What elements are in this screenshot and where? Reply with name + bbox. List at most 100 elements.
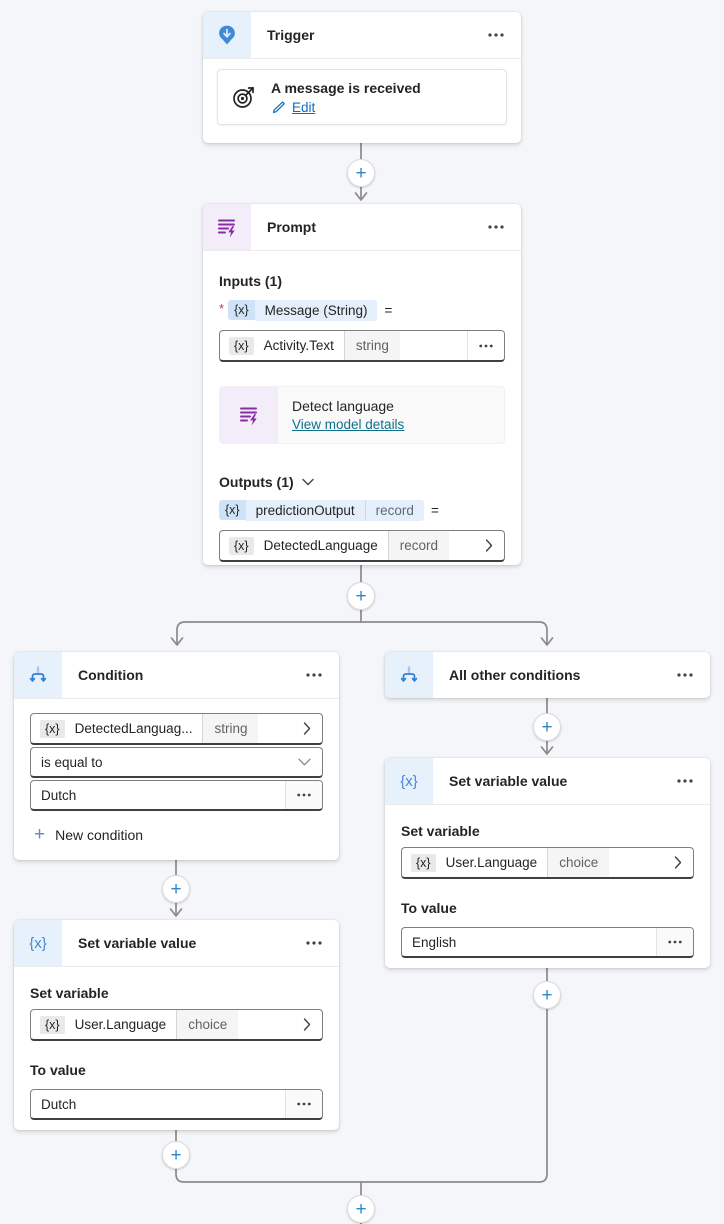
condition-value-input[interactable] (31, 781, 285, 809)
field-type: choice (547, 848, 610, 877)
model-card-title: Detect language (292, 398, 394, 414)
input-pill-row[interactable]: * {x} Message (String) = (219, 298, 505, 322)
set-variable-node-right[interactable]: {x} Set variable value Set variable {x} … (385, 758, 710, 968)
field-type: record (387, 531, 449, 560)
chevron-down-icon (298, 758, 311, 766)
field-name: User.Language (445, 855, 538, 870)
more-button[interactable] (670, 660, 700, 690)
trigger-node[interactable]: Trigger A message is received (203, 12, 521, 143)
condition-branch-icon (385, 652, 433, 698)
to-value-input[interactable] (402, 928, 656, 956)
to-value-label: To value (401, 900, 457, 916)
field-type: choice (176, 1010, 239, 1039)
node-title: Set variable value (449, 773, 568, 789)
required-marker: * (219, 300, 225, 316)
variable-chip: {x} (229, 536, 254, 555)
variable-icon: {x} (385, 758, 433, 804)
equals-sign: = (430, 502, 439, 518)
prompt-icon (220, 387, 278, 443)
plus-icon: + (34, 824, 46, 845)
condition-branch-icon (14, 652, 62, 698)
output-type: record (364, 499, 424, 521)
more-button[interactable] (670, 766, 700, 796)
condition-operator-dropdown[interactable]: is equal to (30, 747, 323, 778)
field-more-button[interactable] (285, 781, 322, 809)
trigger-card[interactable]: A message is received Edit (217, 69, 507, 125)
variable-chip: {x} (229, 336, 254, 355)
to-value-input[interactable] (31, 1090, 285, 1118)
node-title: Set variable value (78, 935, 197, 951)
prompt-node[interactable]: Prompt Inputs (1) * {x} Message (String)… (203, 204, 521, 565)
trigger-node-header[interactable]: Trigger (203, 12, 521, 59)
insert-action-button[interactable]: + (162, 875, 190, 903)
more-button[interactable] (299, 660, 329, 690)
all-other-conditions-header[interactable]: All other conditions (385, 652, 710, 698)
more-button[interactable] (481, 212, 511, 242)
insert-action-button[interactable]: + (347, 159, 375, 187)
set-variable-header[interactable]: {x} Set variable value (385, 758, 710, 805)
insert-action-button[interactable]: + (347, 1195, 375, 1223)
field-more-button[interactable] (285, 1090, 322, 1118)
variable-chip: {x} (228, 300, 255, 320)
inputs-label: Inputs (1) (219, 273, 282, 289)
chevron-right-icon (303, 722, 311, 735)
insert-action-button[interactable]: + (347, 582, 375, 610)
new-condition-button[interactable]: + New condition (30, 825, 147, 845)
to-value-field[interactable] (30, 1089, 323, 1120)
set-variable-label: Set variable (30, 985, 109, 1001)
operator-value: is equal to (41, 754, 103, 770)
prompt-node-header[interactable]: Prompt (203, 204, 521, 251)
variable-chip: {x} (40, 719, 65, 738)
outputs-label: Outputs (1) (219, 474, 294, 490)
outputs-toggle[interactable]: Outputs (1) (219, 474, 505, 490)
output-name: predictionOutput (245, 499, 365, 521)
field-type: string (202, 714, 259, 743)
variable-field[interactable]: {x} User.Language choice (30, 1009, 323, 1041)
variable-icon: {x} (14, 920, 62, 966)
node-title: All other conditions (449, 667, 581, 683)
more-button[interactable] (481, 20, 511, 50)
insert-action-button[interactable]: + (533, 981, 561, 1009)
field-name: Activity.Text (263, 338, 334, 353)
view-model-details-link[interactable]: View model details (292, 417, 405, 432)
node-title: Prompt (267, 219, 316, 235)
field-type: string (343, 331, 400, 360)
field-more-button[interactable] (656, 928, 693, 956)
set-variable-header[interactable]: {x} Set variable value (14, 920, 339, 967)
prompt-icon (203, 204, 251, 250)
new-condition-label: New condition (55, 827, 144, 843)
variable-field[interactable]: {x} User.Language choice (401, 847, 694, 879)
condition-node-header[interactable]: Condition (14, 652, 339, 699)
field-name: User.Language (74, 1017, 167, 1032)
chevron-down-icon (301, 478, 314, 486)
condition-operand-field[interactable]: {x} DetectedLanguag... string (30, 713, 323, 745)
trigger-icon (203, 12, 251, 58)
target-icon (230, 84, 257, 111)
output-pill-row[interactable]: {x} predictionOutput record = (219, 498, 505, 522)
variable-chip: {x} (40, 1015, 65, 1034)
edit-link[interactable]: Edit (292, 99, 316, 115)
condition-node[interactable]: Condition {x} DetectedLanguag... string … (14, 652, 339, 860)
set-variable-node-left[interactable]: {x} Set variable value Set variable {x} … (14, 920, 339, 1130)
condition-value-field[interactable] (30, 780, 323, 811)
to-value-field[interactable] (401, 927, 694, 958)
output-value-field[interactable]: {x} DetectedLanguage record (219, 530, 505, 562)
chevron-right-icon (485, 539, 493, 552)
edit-pencil-icon (271, 100, 286, 115)
insert-action-button[interactable]: + (533, 713, 561, 741)
equals-sign: = (384, 302, 393, 318)
more-button[interactable] (299, 928, 329, 958)
all-other-conditions-node[interactable]: All other conditions (385, 652, 710, 698)
input-name: Message (String) (254, 299, 378, 321)
trigger-card-title: A message is received (271, 79, 421, 96)
insert-action-button[interactable]: + (162, 1141, 190, 1169)
chevron-right-icon (674, 856, 682, 869)
field-more-button[interactable] (467, 331, 504, 360)
node-title: Trigger (267, 27, 315, 43)
chevron-right-icon (303, 1018, 311, 1031)
message-value-field[interactable]: {x} Activity.Text string (219, 330, 505, 362)
field-name: DetectedLanguage (263, 538, 378, 553)
variable-chip: {x} (411, 853, 436, 872)
field-name: DetectedLanguag... (74, 721, 193, 736)
